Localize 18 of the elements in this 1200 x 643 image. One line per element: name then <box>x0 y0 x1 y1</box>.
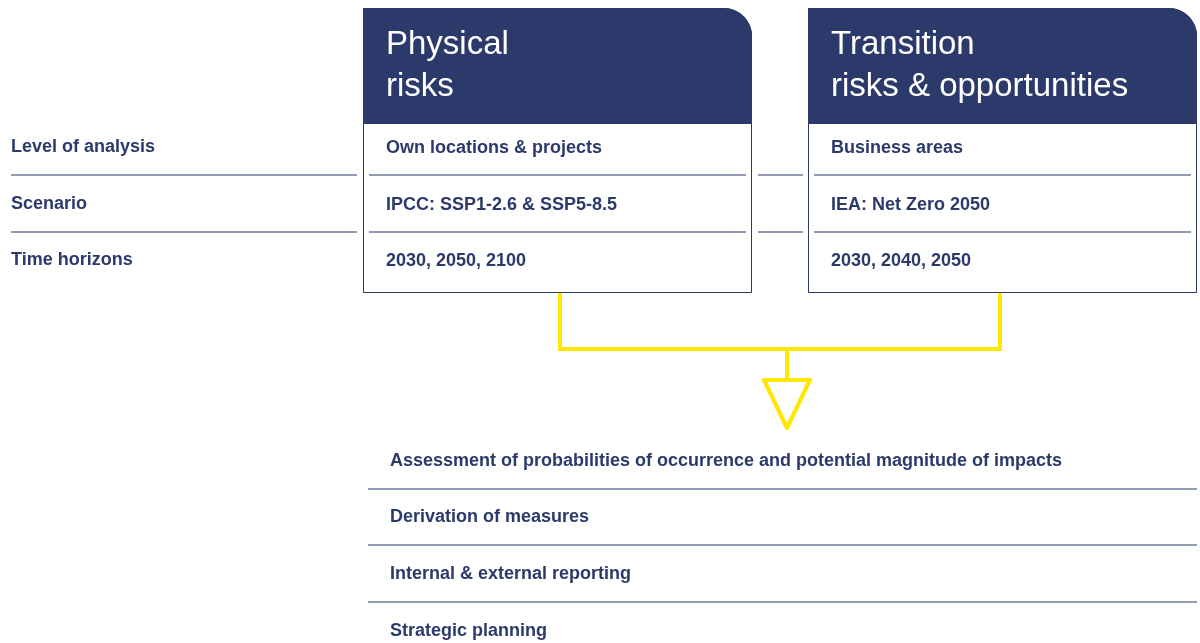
table-column-card <box>808 8 1197 293</box>
table-cell-text: Business areas <box>831 136 964 158</box>
arrow <box>762 293 1002 430</box>
list-item-text: Assessment of probabilities of occurrence and potential magnitude of impacts <box>390 449 1063 471</box>
table-cell-text: 2030, 2050, 2100 <box>386 249 527 271</box>
row-label: Time horizons <box>11 248 133 270</box>
column-header: Physical risks <box>363 8 752 124</box>
list-item-text: Internal & external reporting <box>390 562 632 584</box>
list-item-text: Strategic planning <box>390 619 548 641</box>
table-cell-text: IPCC: SSP1-2.6 & SSP5-8.5 <box>386 193 618 215</box>
table-cell-text: IEA: Net Zero 2050 <box>831 193 991 215</box>
column-header: Transition risks & opportunities <box>808 8 1197 124</box>
table-column-card <box>363 8 752 293</box>
row-label: Scenario <box>11 192 88 214</box>
row-label: Level of analysis <box>11 135 156 157</box>
list-item-text: Derivation of measures <box>390 505 590 527</box>
table-cell-text: Own locations & projects <box>386 136 603 158</box>
table-cell-text: 2030, 2040, 2050 <box>831 249 972 271</box>
